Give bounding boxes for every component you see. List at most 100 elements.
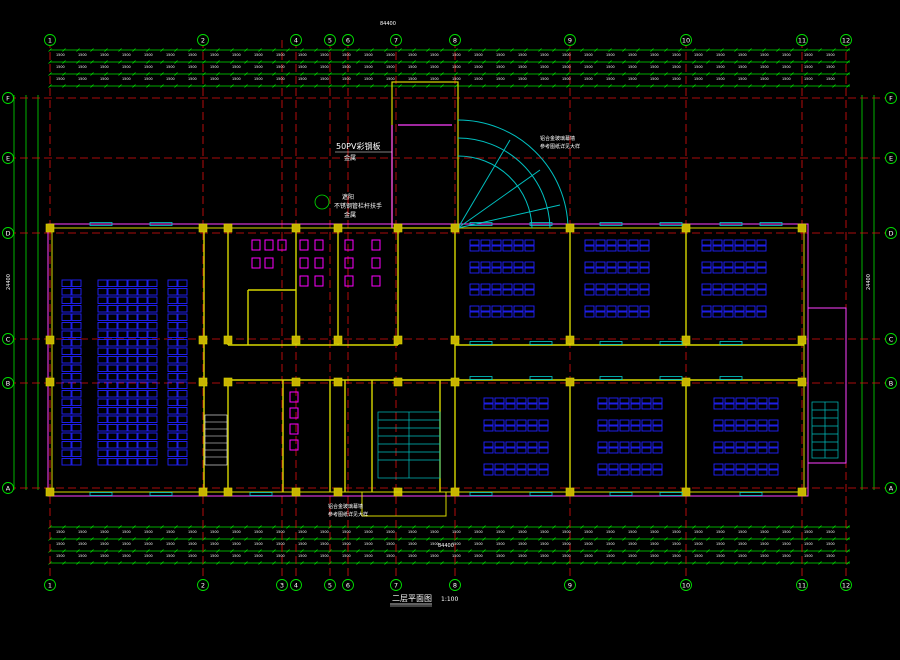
svg-text:1500: 1500 (342, 65, 351, 69)
svg-text:11: 11 (798, 36, 806, 44)
svg-text:1500: 1500 (452, 542, 461, 546)
svg-text:D: D (888, 229, 893, 237)
svg-text:1500: 1500 (540, 530, 549, 534)
axis-bubble-bottom-7: 7 (390, 579, 402, 591)
svg-text:1500: 1500 (738, 530, 747, 534)
left-dimension: 24400 (6, 274, 12, 290)
svg-text:1500: 1500 (584, 530, 593, 534)
svg-text:1500: 1500 (408, 542, 417, 546)
svg-text:1500: 1500 (78, 542, 87, 546)
svg-text:1500: 1500 (584, 542, 593, 546)
dimension-ticks (48, 48, 850, 565)
svg-text:1500: 1500 (782, 554, 791, 558)
svg-text:1500: 1500 (694, 65, 703, 69)
svg-text:1500: 1500 (540, 542, 549, 546)
svg-text:1500: 1500 (650, 77, 659, 81)
svg-text:1500: 1500 (210, 53, 219, 57)
svg-text:1500: 1500 (298, 554, 307, 558)
svg-text:E: E (889, 154, 893, 162)
svg-text:1500: 1500 (496, 65, 505, 69)
svg-text:1500: 1500 (738, 554, 747, 558)
svg-text:1500: 1500 (254, 65, 263, 69)
svg-text:6: 6 (346, 36, 350, 44)
svg-text:1500: 1500 (78, 65, 87, 69)
stair-left (204, 414, 228, 466)
svg-text:1500: 1500 (144, 542, 153, 546)
axis-bubble-right-B: B (885, 377, 897, 389)
window-marks (89, 222, 783, 496)
svg-text:1500: 1500 (78, 530, 87, 534)
svg-text:1500: 1500 (694, 530, 703, 534)
bottom-total-dimension: 84400 (438, 543, 454, 549)
axis-bubble-top-5: 5 (324, 34, 336, 46)
axis-bubble-bottom-2: 2 (197, 579, 209, 591)
axis-bubble-top-10: 10 (680, 34, 692, 46)
svg-text:1500: 1500 (166, 542, 175, 546)
axis-bubble-left-A: A (2, 482, 14, 494)
svg-text:1500: 1500 (496, 542, 505, 546)
svg-text:1500: 1500 (254, 77, 263, 81)
building-outline (47, 223, 809, 497)
axis-bubble-bottom-3: 3 (276, 579, 288, 591)
svg-text:1500: 1500 (56, 53, 65, 57)
svg-text:1500: 1500 (672, 530, 681, 534)
axis-bubble-right-F: F (885, 92, 897, 104)
svg-text:1500: 1500 (188, 65, 197, 69)
svg-text:1500: 1500 (364, 77, 373, 81)
shade-line1-label: 不锈钢管栏杆扶手 (334, 202, 382, 210)
svg-text:1500: 1500 (826, 530, 835, 534)
svg-text:1500: 1500 (672, 65, 681, 69)
svg-text:1500: 1500 (584, 554, 593, 558)
svg-text:1500: 1500 (518, 530, 527, 534)
svg-text:1500: 1500 (298, 77, 307, 81)
svg-text:1500: 1500 (716, 65, 725, 69)
svg-text:8: 8 (453, 581, 457, 589)
svg-text:1500: 1500 (694, 542, 703, 546)
svg-text:9: 9 (568, 581, 572, 589)
toilet-partitions (251, 239, 381, 451)
svg-text:1500: 1500 (650, 542, 659, 546)
axis-bubble-right-C: C (885, 333, 897, 345)
axis-bubble-bottom-6: 6 (342, 579, 354, 591)
svg-text:1500: 1500 (342, 77, 351, 81)
svg-text:1500: 1500 (298, 53, 307, 57)
svg-text:1500: 1500 (452, 530, 461, 534)
svg-text:1500: 1500 (254, 53, 263, 57)
svg-text:4: 4 (294, 36, 298, 44)
svg-text:1500: 1500 (276, 554, 285, 558)
svg-text:1500: 1500 (474, 530, 483, 534)
axis-grid (8, 40, 892, 580)
axis-bubble-bottom-12: 12 (840, 579, 852, 591)
svg-text:1500: 1500 (606, 53, 615, 57)
svg-text:1500: 1500 (430, 530, 439, 534)
svg-text:1500: 1500 (716, 53, 725, 57)
svg-text:1500: 1500 (364, 65, 373, 69)
svg-text:1500: 1500 (650, 530, 659, 534)
svg-text:1500: 1500 (188, 530, 197, 534)
svg-text:1500: 1500 (496, 530, 505, 534)
svg-text:6: 6 (346, 581, 350, 589)
svg-text:1500: 1500 (144, 554, 153, 558)
interior-walls (203, 228, 804, 492)
svg-text:1500: 1500 (298, 530, 307, 534)
svg-text:1500: 1500 (452, 77, 461, 81)
top-dimension-lines (50, 49, 850, 87)
svg-text:3: 3 (280, 581, 284, 589)
svg-text:1500: 1500 (210, 554, 219, 558)
svg-text:1500: 1500 (716, 530, 725, 534)
right-dimension: 24400 (866, 274, 872, 290)
svg-text:1500: 1500 (540, 53, 549, 57)
svg-text:1500: 1500 (452, 554, 461, 558)
svg-text:7: 7 (394, 36, 398, 44)
svg-text:1500: 1500 (100, 53, 109, 57)
svg-text:1500: 1500 (100, 77, 109, 81)
svg-text:1500: 1500 (276, 77, 285, 81)
svg-text:1500: 1500 (782, 65, 791, 69)
svg-text:1500: 1500 (716, 554, 725, 558)
svg-text:1500: 1500 (518, 65, 527, 69)
svg-text:9: 9 (568, 36, 572, 44)
svg-text:1500: 1500 (386, 530, 395, 534)
svg-text:1500: 1500 (826, 53, 835, 57)
svg-text:1: 1 (48, 581, 52, 589)
